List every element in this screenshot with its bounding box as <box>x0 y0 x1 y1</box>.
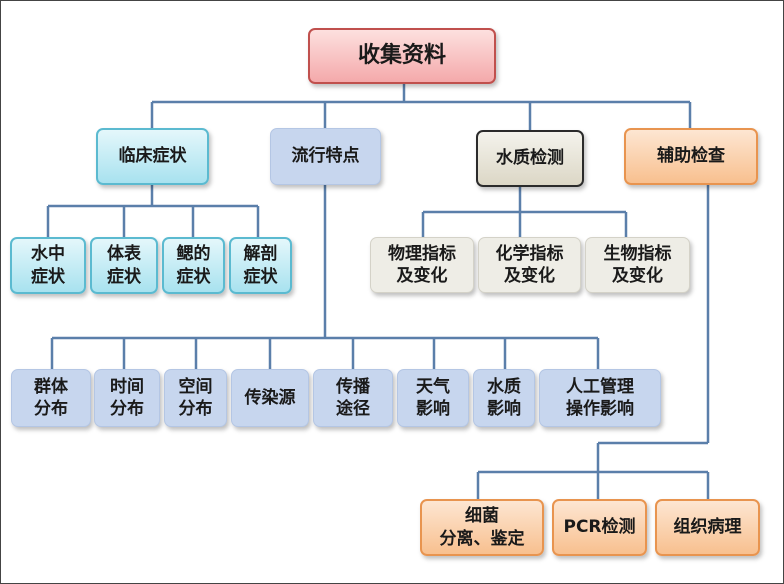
epidemic-child-line1: 群体 <box>34 376 68 397</box>
water-child-line1: 化学指标 <box>495 243 564 264</box>
aux-child-line1: 组织病理 <box>673 517 742 538</box>
epidemic-child: 人工管理 操作影响 <box>539 369 661 427</box>
category-aux: 辅助检查 <box>624 128 758 185</box>
clinical-child-line1: 解剖 <box>243 244 278 265</box>
epidemic-child-line2: 分布 <box>110 399 144 419</box>
clinical-child-line1: 体表 <box>107 244 141 265</box>
clinical-child: 体表 症状 <box>90 237 158 294</box>
epidemic-child-line2: 影响 <box>416 399 450 419</box>
epidemic-child-line2: 影响 <box>487 399 521 419</box>
epidemic-child-line1: 传染源 <box>244 387 296 408</box>
category-epidemic-label: 流行特点 <box>291 146 360 167</box>
epidemic-child-line2: 分布 <box>178 399 213 419</box>
epidemic-child: 传染源 <box>231 369 309 427</box>
epidemic-child-line1: 天气 <box>416 376 450 397</box>
aux-child: 细菌 分离、鉴定 <box>420 499 544 556</box>
category-water-label: 水质检测 <box>496 148 564 169</box>
epidemic-child: 传播 途径 <box>313 369 393 427</box>
clinical-child: 鳃的 症状 <box>162 237 225 294</box>
water-child: 物理指标 及变化 <box>370 237 474 293</box>
epidemic-child: 天气 影响 <box>397 369 469 427</box>
clinical-child-line1: 水中 <box>31 244 65 265</box>
category-clinical-label: 临床症状 <box>118 146 187 167</box>
clinical-child-line2: 症状 <box>31 266 65 287</box>
epidemic-child: 群体 分布 <box>11 369 91 427</box>
aux-child: PCR检测 <box>552 499 647 556</box>
epidemic-child-line1: 空间 <box>178 376 213 397</box>
epidemic-child: 空间 分布 <box>164 369 227 427</box>
water-child-line2: 及变化 <box>612 266 663 286</box>
water-child-line2: 及变化 <box>504 266 555 286</box>
aux-child-line1: 细菌 <box>465 506 499 527</box>
category-aux-label: 辅助检查 <box>657 146 725 167</box>
clinical-child: 水中 症状 <box>10 237 86 294</box>
root-label: 收集资料 <box>357 42 446 68</box>
epidemic-child-line1: 水质 <box>487 376 521 397</box>
clinical-child-line2: 症状 <box>107 266 141 287</box>
clinical-child-line1: 鳃的 <box>176 244 211 265</box>
clinical-child-line2: 症状 <box>176 266 211 287</box>
root-node: 收集资料 <box>308 28 496 84</box>
epidemic-child: 水质 影响 <box>473 369 535 427</box>
epidemic-child-line2: 操作影响 <box>566 399 634 419</box>
water-child: 生物指标 及变化 <box>585 237 690 293</box>
water-child-line2: 及变化 <box>396 266 448 286</box>
clinical-child: 解剖 症状 <box>229 237 292 294</box>
category-epidemic: 流行特点 <box>270 128 381 185</box>
clinical-child-line2: 症状 <box>243 266 278 287</box>
epidemic-child-line1: 人工管理 <box>566 376 634 397</box>
water-child-line1: 物理指标 <box>388 243 456 264</box>
epidemic-child-line1: 传播 <box>336 376 370 397</box>
epidemic-child-line1: 时间 <box>110 376 144 397</box>
water-child-line1: 生物指标 <box>603 243 672 264</box>
aux-child-line1: PCR检测 <box>563 517 636 538</box>
epidemic-child: 时间 分布 <box>94 369 160 427</box>
aux-child: 组织病理 <box>655 499 760 556</box>
epidemic-child-line2: 分布 <box>34 399 68 419</box>
water-child: 化学指标 及变化 <box>478 237 581 293</box>
category-water: 水质检测 <box>476 130 584 187</box>
category-clinical: 临床症状 <box>96 128 209 185</box>
epidemic-child-line2: 途径 <box>336 399 370 419</box>
aux-child-line2: 分离、鉴定 <box>439 528 525 549</box>
